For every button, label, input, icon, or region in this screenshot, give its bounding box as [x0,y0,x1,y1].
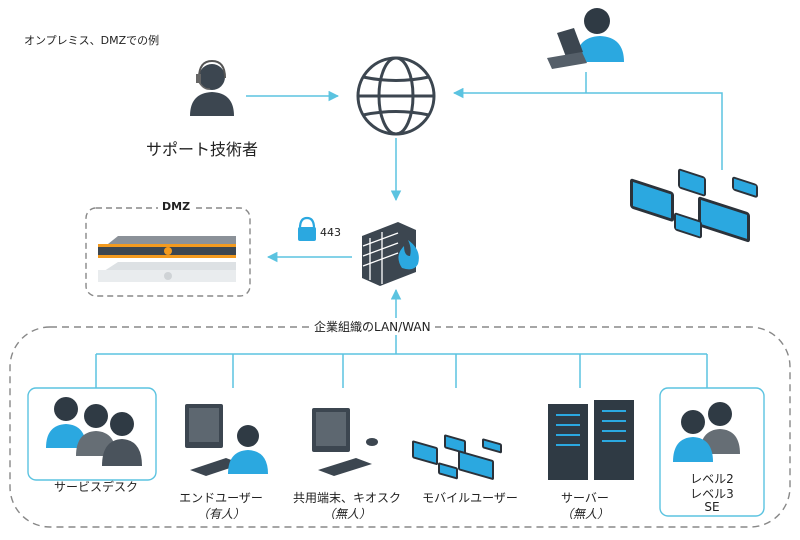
tablets-icon [630,168,758,243]
level3-label: レベル3 [690,487,734,501]
desktop-user-icon [185,404,268,476]
desktop-icon [312,408,378,476]
globe-icon [356,56,436,136]
appliance-icon [98,236,236,282]
lock-icon [298,216,316,241]
dmz-label: DMZ [158,200,195,213]
group-headset-icon [46,397,142,466]
kiosk-sub: （無人） [322,507,371,521]
se-label: SE [704,500,720,514]
mobile-user-label: モバイルユーザー [422,491,518,505]
headset-person-icon [190,59,234,116]
service-desk-label: サービスデスク [53,480,138,494]
port-label: 443 [320,226,341,239]
firewall-icon [362,222,419,286]
connectors [95,72,723,388]
kiosk-label: 共用端末、キオスク [292,491,401,505]
lan-wan-label: 企業組織のLAN/WAN [310,318,435,335]
line-remote-bus [452,87,723,170]
laptop-user-icon [547,8,624,69]
level-staff-icon [673,402,740,462]
server-label: サーバー [561,491,609,505]
server-sub: （無人） [560,507,609,521]
end-user-label: エンドユーザー [179,491,263,505]
end-user-sub: （有人） [196,507,245,521]
diagram-heading: オンプレミス、DMZでの例 [24,34,160,47]
support-tech-label: サポート技術者 [146,140,259,159]
server-rack-icon [548,400,634,480]
mobile-devices-icon [412,434,502,480]
level2-label: レベル2 [690,472,734,486]
